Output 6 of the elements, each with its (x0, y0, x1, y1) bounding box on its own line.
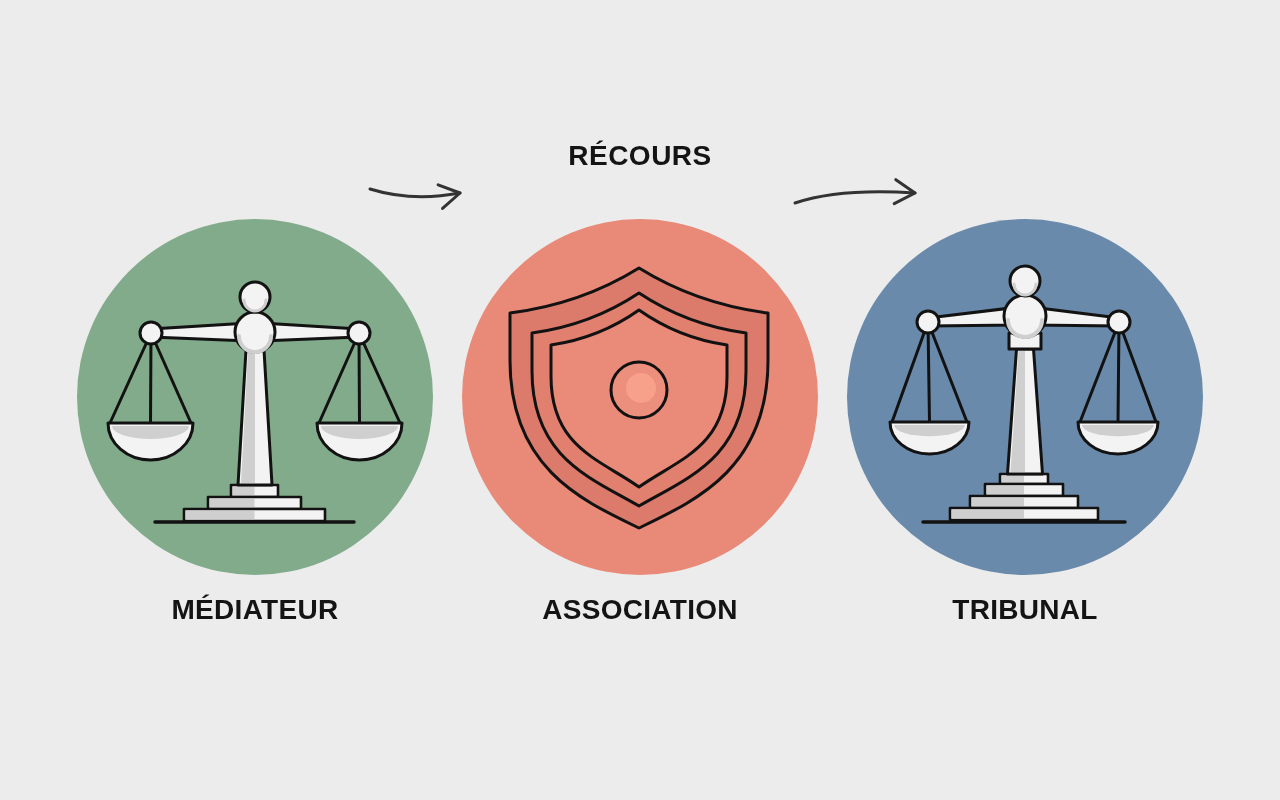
arrow (368, 183, 462, 210)
diagram-title: RÉCOURS (568, 139, 712, 173)
node-label: TRIBUNAL (952, 593, 1098, 627)
node-label: MÉDIATEUR (171, 593, 339, 627)
node-label: ASSOCIATION (542, 593, 738, 627)
arrow (793, 178, 917, 206)
